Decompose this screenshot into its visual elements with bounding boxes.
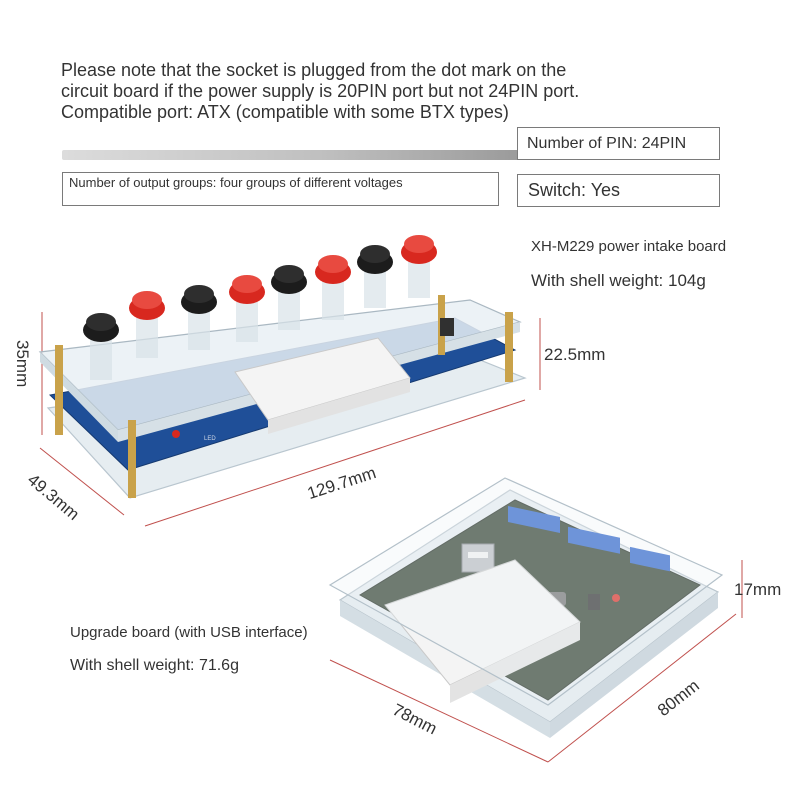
board2-usb-slot: [468, 552, 488, 558]
board2-name: Upgrade board (with USB interface): [70, 624, 308, 641]
binding-post-4: [229, 275, 265, 342]
compatibility-note: Please note that the socket is plugged f…: [61, 60, 761, 123]
dim-line-78mm: [329, 659, 549, 763]
standoff-2: [128, 420, 136, 498]
binding-post-3: [181, 285, 217, 350]
board2-led: [612, 594, 620, 602]
standoff-1: [55, 345, 63, 435]
board1-illustration: LED: [38, 235, 541, 527]
board2-illustration: [328, 477, 743, 763]
dim-label-22-5mm: 22.5mm: [544, 345, 606, 364]
binding-post-7: [357, 245, 393, 308]
dim-label-17mm: 17mm: [734, 580, 782, 599]
divider-bar: [62, 150, 720, 160]
switch-box: Switch: Yes: [517, 174, 720, 207]
binding-post-5: [271, 265, 307, 330]
dim-line-80mm: [547, 613, 737, 763]
dim-line-length: [144, 399, 526, 527]
board2-switch: [588, 594, 600, 610]
dim-label-35mm: 35mm: [13, 340, 32, 388]
board1-weight: With shell weight: 104g: [531, 271, 706, 290]
board1-atx-connector-front: [268, 378, 410, 434]
note-line-1: Please note that the socket is plugged f…: [61, 60, 567, 80]
board1-led: [172, 430, 180, 438]
note-line-2: circuit board if the power supply is 20P…: [61, 81, 580, 101]
board1-led-label: LED: [204, 436, 216, 442]
board1-switch: [440, 318, 454, 336]
binding-post-1: [83, 313, 119, 380]
binding-post-8: [401, 235, 437, 298]
board2-terminals: [508, 505, 670, 572]
board2-weight: With shell weight: 71.6g: [70, 657, 239, 674]
board2-atx-connector-front: [450, 622, 580, 703]
board1-name: XH-M229 power intake board: [531, 238, 727, 255]
board2-shell-front-right: [550, 592, 718, 738]
binding-post-6: [315, 255, 351, 320]
standoff-3: [505, 312, 513, 382]
dim-line-depth: [39, 447, 125, 516]
binding-post-2: [129, 291, 165, 358]
board2-top-shell: [328, 477, 724, 706]
pin-count-box: Number of PIN: 24PIN: [517, 127, 720, 160]
output-groups-box: Number of output groups: four groups of …: [62, 172, 499, 206]
note-line-3: Compatible port: ATX (compatible with so…: [61, 102, 509, 122]
